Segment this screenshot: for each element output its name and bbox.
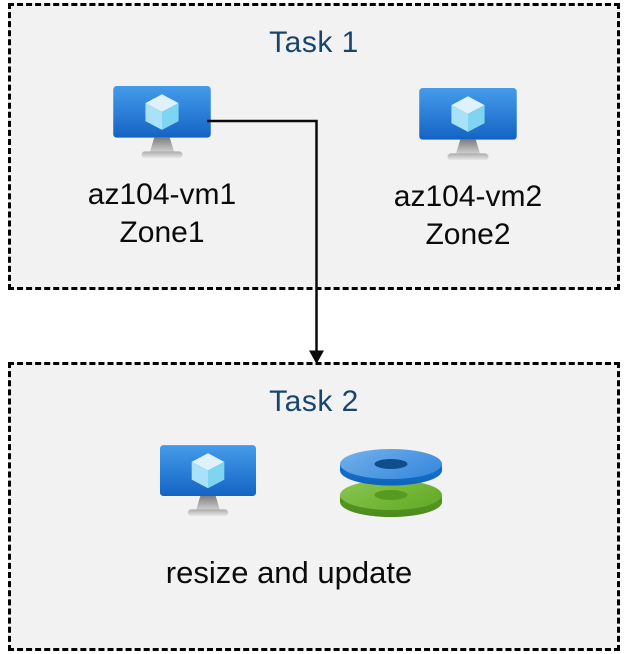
managed-disks-icon [340,449,442,517]
vm-labels: az104-vm1 Zone1 [62,176,262,252]
task2-caption: resize and update [165,555,413,590]
task2-box: Task 2 resize and update [8,362,620,651]
vm-labels: az104-vm2 Zone2 [368,178,568,254]
vm-group-az104-vm2: az104-vm2 Zone2 [368,88,568,254]
virtual-machine-icon [113,86,211,159]
vm-name-label: az104-vm2 [393,180,543,213]
vm-zone-label: Zone1 [119,216,205,249]
task1-title: Task 1 [269,26,359,59]
task1-box: Task 1 az104-vm1 Zone1 [8,3,620,290]
virtual-machine-icon [419,88,517,161]
virtual-machine-icon [160,445,256,517]
vm-group-az104-vm1: az104-vm1 Zone1 [62,86,262,252]
vm-name-label: az104-vm1 [87,178,237,211]
vm-zone-label: Zone2 [425,218,511,251]
task2-title: Task 2 [269,385,359,418]
